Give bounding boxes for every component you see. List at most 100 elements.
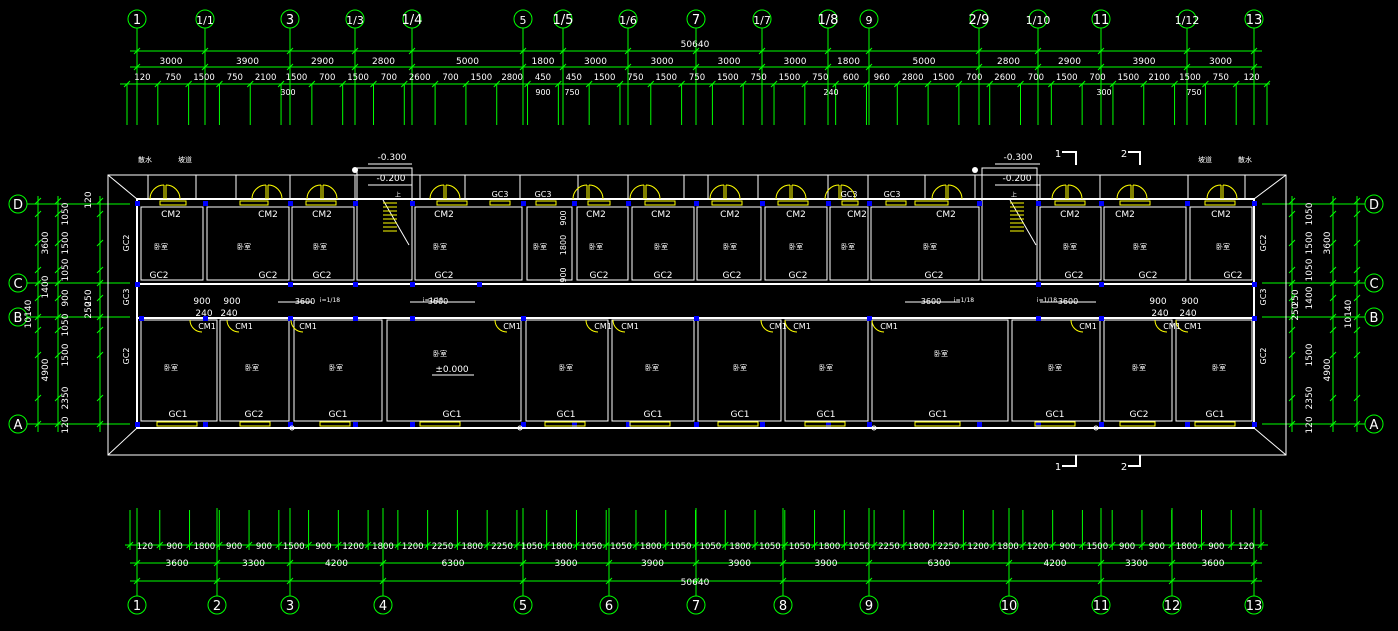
grid-label-right: B — [1370, 311, 1379, 326]
column — [203, 422, 208, 427]
ramp-slope: i=1/18 — [954, 297, 974, 304]
dimension-tick — [96, 326, 104, 334]
double-door-swing — [1116, 184, 1148, 200]
door-dimension: 900 — [1181, 297, 1198, 307]
dimension-tick — [408, 47, 416, 55]
grid-label-left: C — [13, 277, 22, 292]
dimension-text-top-2: 700 — [381, 73, 397, 83]
double-door-swing — [149, 184, 181, 200]
dimension-text-right: 250 — [1291, 303, 1301, 320]
window-north — [777, 200, 809, 206]
window-north — [535, 200, 557, 206]
drain-label: 散水 — [1238, 155, 1252, 164]
room-name: 卧室 — [645, 363, 659, 372]
level-point — [972, 167, 978, 173]
dimension-tick — [519, 47, 527, 55]
dimension-text-top-extra: 900 — [535, 88, 550, 97]
dimension-tick — [1005, 577, 1013, 585]
dimension-tick — [1288, 239, 1296, 247]
column — [760, 422, 765, 427]
dimension-text-bottom-1: 1050 — [670, 542, 692, 552]
dimension-tick — [1250, 577, 1258, 585]
dimension-text-bottom-1: 900 — [315, 542, 331, 552]
dimension-text-top-2: 1500 — [933, 73, 955, 83]
room-north — [764, 206, 828, 281]
dimension-text-bottom-1: 1200 — [1027, 542, 1049, 552]
stair-up-label: 上 — [395, 191, 401, 199]
room-north — [140, 206, 204, 281]
dimension-tick — [54, 326, 62, 334]
dimension-tick — [54, 266, 62, 274]
window-label-cm2: CM2 — [586, 210, 606, 220]
dimension-tick — [1183, 47, 1191, 55]
dimension-tick — [1353, 197, 1361, 205]
door-label-cm1: CM1 — [594, 322, 612, 331]
dimension-tick — [34, 420, 42, 428]
room-name: 卧室 — [723, 242, 737, 251]
window-south — [239, 421, 271, 427]
double-door-swing — [775, 184, 807, 200]
dimension-text-top-2: 750 — [627, 73, 643, 83]
column — [1099, 422, 1104, 427]
dimension-tick — [605, 559, 613, 567]
dimension-text-top-2: 750 — [751, 73, 767, 83]
column — [203, 316, 208, 321]
grid-label-bottom: 10 — [1001, 599, 1018, 614]
grid-label-top: 9 — [866, 14, 873, 27]
dimension-tick — [1329, 266, 1337, 274]
section-cut-symbol — [1128, 151, 1141, 165]
room-south — [140, 319, 218, 422]
dimension-tick — [34, 239, 42, 247]
dimension-tick — [34, 313, 42, 321]
dimension-tick — [975, 63, 983, 71]
dimension-text-top-2: 750 — [1213, 73, 1229, 83]
dimension-text-top-2: 1500 — [717, 73, 739, 83]
grid-label-top: 11 — [1093, 13, 1110, 28]
column — [572, 201, 577, 206]
dimension-tick — [1329, 197, 1337, 205]
grid-label-top: 1/3 — [346, 14, 364, 27]
column — [410, 422, 415, 427]
dimension-text-top-2: 700 — [966, 73, 982, 83]
dimension-tick — [286, 63, 294, 71]
dimension-text-bottom-1: 1050 — [789, 542, 811, 552]
column — [626, 422, 631, 427]
double-door-swing — [629, 184, 661, 200]
dimension-text-top-1: 1800 — [532, 57, 555, 67]
dimension-text-bottom-2: 6300 — [928, 559, 951, 569]
dimension-tick — [824, 47, 832, 55]
apron-corner — [1253, 427, 1287, 456]
room-name: 卧室 — [1216, 242, 1230, 251]
window-label-gc3: GC3 — [841, 190, 858, 199]
window-north — [914, 200, 949, 206]
room-north — [829, 206, 869, 281]
dimension-text-left: 250 — [84, 301, 94, 318]
dimension-tick — [519, 559, 527, 567]
dimension-tick — [605, 577, 613, 585]
dimension-tick — [758, 47, 766, 55]
window-label-side: GC2 — [1259, 348, 1268, 365]
dimension-layer — [8, 9, 1384, 615]
dimension-text-top-1: 3000 — [1209, 57, 1232, 67]
column — [477, 282, 482, 287]
dimension-tick — [34, 266, 42, 274]
dimension-tick — [96, 351, 104, 359]
room-south — [386, 319, 522, 422]
dimension-text-left: 2350 — [61, 386, 71, 409]
column — [1099, 316, 1104, 321]
dimension-text-top-2: 2800 — [902, 73, 924, 83]
window-south — [156, 421, 198, 427]
dimension-tick — [34, 326, 42, 334]
dimension-tick — [1034, 63, 1042, 71]
dimension-text-bottom-1: 120 — [137, 542, 153, 552]
door-label-cm1: CM1 — [880, 322, 898, 331]
dimension-text-right: 1500 — [1305, 231, 1315, 254]
dimension-tick — [1250, 63, 1258, 71]
window-label-gc2: GC2 — [313, 271, 332, 281]
dimension-tick — [1097, 47, 1105, 55]
column — [135, 201, 140, 206]
double-door-swing — [709, 184, 741, 200]
window-label-cm2: CM2 — [1060, 210, 1080, 220]
dimension-text-top-1: 3000 — [784, 57, 807, 67]
